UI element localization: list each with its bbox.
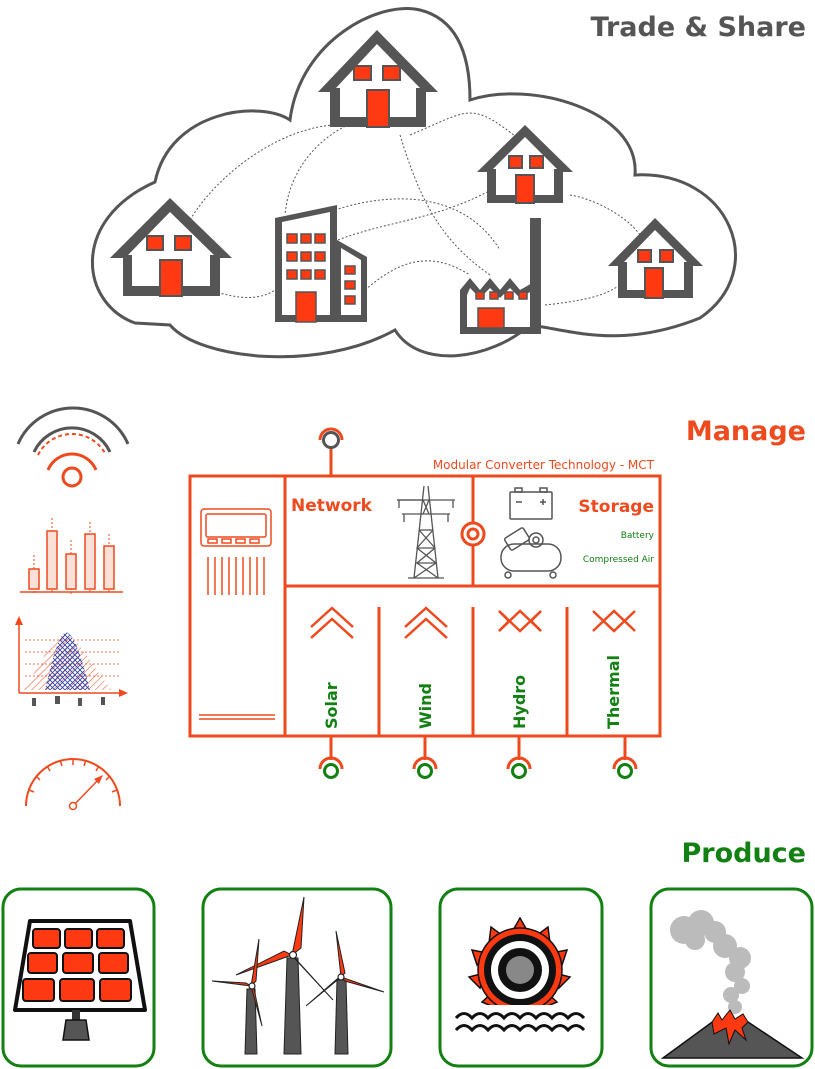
wind-chevron-icon	[404, 606, 448, 639]
volcano-icon	[660, 910, 805, 1059]
source-label-solar: Solar	[322, 682, 341, 729]
transmission-tower-icon	[397, 485, 455, 579]
solar-chevron-icon	[310, 606, 354, 639]
heading-manage: Manage	[686, 416, 806, 447]
wind-turbine-icon	[211, 896, 385, 1055]
source-label-thermal: Thermal	[604, 655, 623, 729]
storage-item-battery: Battery	[621, 531, 655, 541]
thermal-cross-chevron-icon	[592, 609, 636, 633]
cloud-outline	[91, 7, 737, 359]
converter-cabinet-icon	[199, 508, 275, 720]
scatter-plot-icon	[15, 616, 128, 706]
heading-trade-share: Trade & Share	[591, 12, 807, 43]
house-icon-right-top	[477, 125, 573, 204]
grid-connector-top	[318, 427, 344, 476]
gauge-icon	[25, 758, 121, 811]
storage-label: Storage	[578, 497, 654, 517]
office-building-icon	[275, 205, 367, 323]
battery-icon	[509, 487, 553, 520]
storage-item-compressed-air: Compressed Air	[583, 555, 654, 565]
source-label-wind: Wind	[416, 683, 435, 729]
compressed-air-tank-icon	[500, 527, 562, 579]
house-icon-left	[110, 198, 232, 297]
house-icon-top	[318, 30, 438, 128]
source-label-hydro: Hydro	[510, 675, 529, 729]
house-icon-right	[608, 218, 703, 299]
factory-icon	[460, 218, 541, 334]
source-connectors	[318, 736, 638, 779]
heading-produce: Produce	[681, 838, 806, 869]
storage-connector	[460, 521, 486, 547]
network-label: Network	[291, 496, 373, 516]
water-wheel-icon	[454, 916, 586, 1035]
bar-chart-icon	[20, 518, 123, 594]
solar-panel-icon	[13, 919, 147, 1041]
mct-title: Modular Converter Technology - MCT	[433, 458, 655, 472]
hydro-cross-chevron-icon	[498, 609, 542, 633]
wifi-signal-icon	[16, 406, 130, 488]
